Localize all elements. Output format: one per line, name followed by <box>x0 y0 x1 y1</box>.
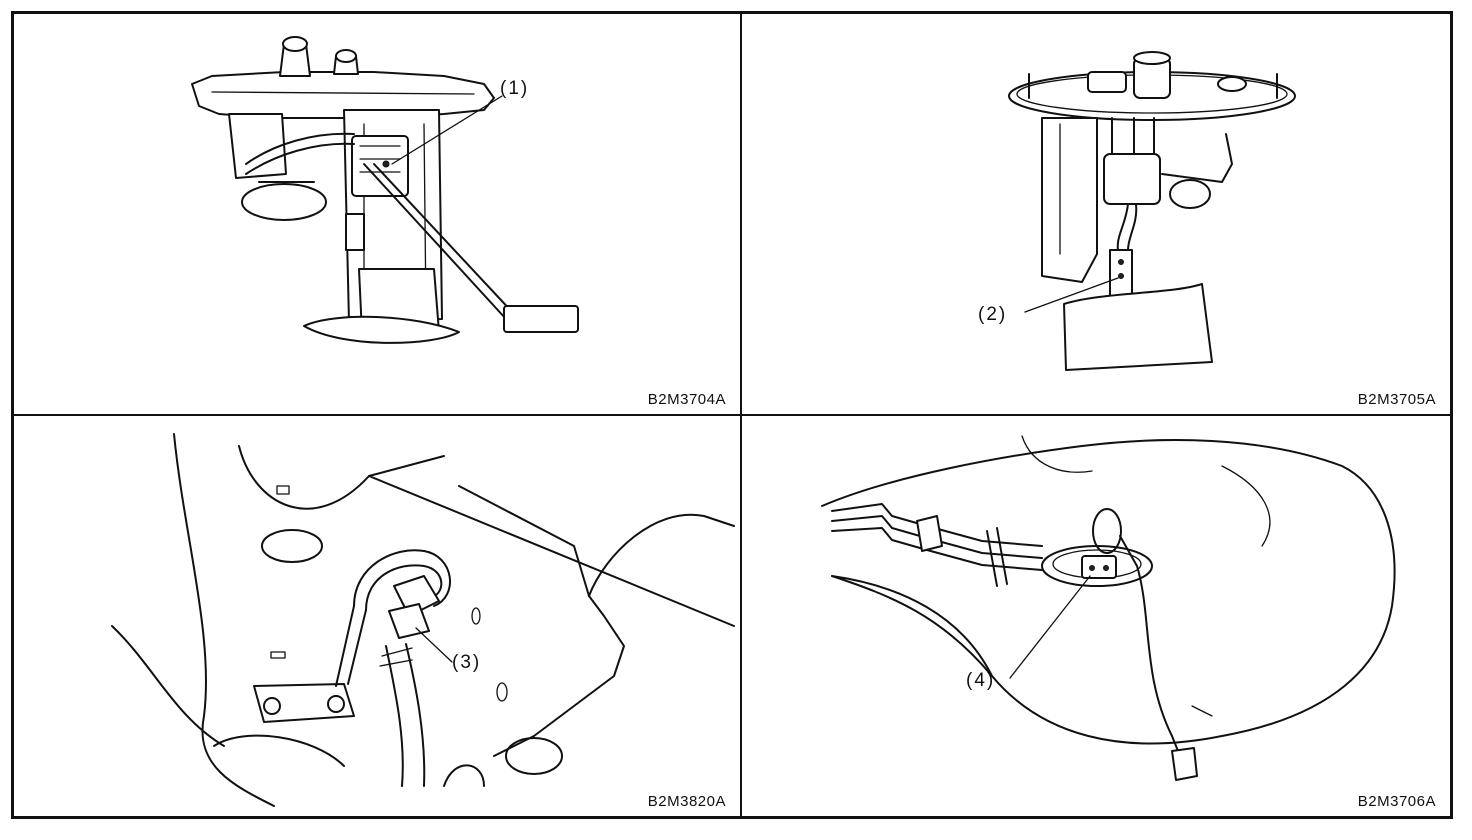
callout-2: (2) <box>978 304 1008 325</box>
figure-code-b2m3706a: B2M3706A <box>1357 793 1436 810</box>
fuel-pump-assembly-drawing <box>191 36 579 344</box>
panel-pump-assembly-connector: (2) B2M3705A <box>742 14 1450 416</box>
callout-3: (3) <box>452 652 482 673</box>
callout-4: (4) <box>966 670 996 691</box>
figure-code-b2m3704a: B2M3704A <box>647 391 726 408</box>
pump-connector-drawing <box>1008 51 1296 371</box>
underbody-connector-drawing <box>111 433 735 807</box>
panel-fuel-pump-assembly: (1) B2M3704A <box>14 14 742 416</box>
fuel-tank-connector-drawing <box>821 435 1396 781</box>
panel-fuel-tank-connector: (4) B2M3706A <box>742 416 1450 816</box>
callout-1: (1) <box>500 78 530 99</box>
figure-code-b2m3705a: B2M3705A <box>1357 391 1436 408</box>
figure-frame: (1) B2M3704A <box>11 11 1453 819</box>
panel-underbody-connector: (3) B2M3820A <box>14 416 742 816</box>
figure-code-b2m3820a: B2M3820A <box>647 793 726 810</box>
